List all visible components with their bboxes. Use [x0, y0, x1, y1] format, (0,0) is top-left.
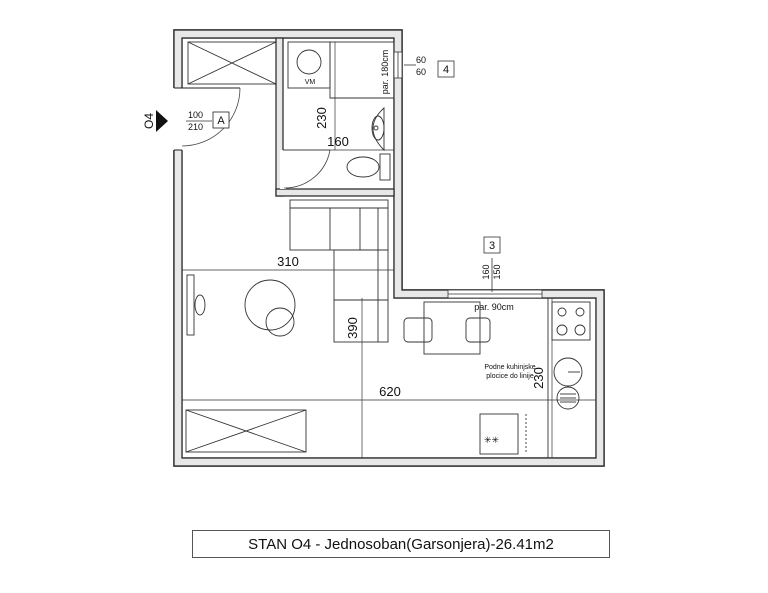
kitchen-window-sill: par. 90cm [474, 302, 514, 312]
living-width-dim: 310 [277, 254, 299, 269]
bath-window-width: 60 [416, 55, 426, 65]
apartment-tag: O4 [142, 113, 156, 129]
door-height: 210 [188, 122, 203, 132]
door-tag: O4 100 210 A [142, 110, 230, 132]
bath-window: 60 60 4 par. 180cm [380, 50, 455, 95]
bath-window-sill: par. 180cm [380, 50, 390, 95]
kitchen-note-line1: Podne kuhinjske [484, 364, 535, 371]
bath-window-tag: 4 [443, 64, 449, 76]
coffee-table [244, 279, 296, 337]
kitchen-window: 3 160 150 par. 90cm [447, 236, 543, 312]
dining-set [403, 301, 491, 355]
kitchen-window-height: 150 [492, 264, 502, 279]
wardrobe-bottom [185, 409, 307, 453]
bath-height-dim: 230 [314, 107, 329, 129]
wardrobe-top [187, 41, 277, 85]
kitchen-sink-icon [553, 357, 583, 387]
outer-walls [173, 29, 605, 467]
bathroom-fixtures: VM [287, 41, 395, 181]
sofa [289, 199, 389, 343]
bathroom-walls [275, 37, 395, 197]
plan-title-box: STAN O4 - Jednosoban(Garsonjera)-26.41m2 [192, 530, 610, 558]
chair-left [403, 317, 433, 343]
tv-unit [186, 274, 206, 336]
living-dimensions: 310 390 620 [182, 254, 596, 458]
burner-icon [574, 324, 586, 336]
fridge-icon: ✳✳ [484, 435, 500, 445]
kitchen-height-dim: 230 [531, 367, 546, 389]
kitchen-dimension: 230 [531, 298, 553, 458]
entrance-door [172, 87, 241, 151]
washer-label: VM [305, 79, 316, 86]
kitchen-counter: ✳✳ [479, 298, 591, 458]
kitchen-window-tag: 3 [489, 240, 495, 252]
plan-title: STAN O4 - Jednosoban(Garsonjera)-26.41m2 [248, 535, 554, 553]
toilet-icon [346, 156, 380, 178]
door-width: 100 [188, 110, 203, 120]
kitchen-note: Podne kuhinjske plocice do linije [484, 364, 535, 380]
burner-icon [556, 324, 568, 336]
bath-window-height: 60 [416, 67, 426, 77]
bathroom-door [283, 149, 331, 189]
toilet-tank [379, 153, 391, 181]
total-width-dim: 620 [379, 384, 401, 399]
living-height-dim: 390 [345, 317, 360, 339]
kitchen-window-width: 160 [481, 264, 491, 279]
fridge [479, 413, 519, 455]
burner-icon [575, 307, 585, 317]
washer-drum-icon [296, 49, 322, 75]
kitchen-note-line2: plocice do linije [486, 373, 534, 380]
chair-right [465, 317, 491, 343]
bath-width-dim: 160 [327, 134, 349, 149]
entry-arrow-icon [156, 110, 168, 132]
bath-dimensions: 230 160 [283, 42, 394, 151]
door-tag-letter: A [217, 115, 225, 127]
burner-icon [557, 307, 567, 317]
